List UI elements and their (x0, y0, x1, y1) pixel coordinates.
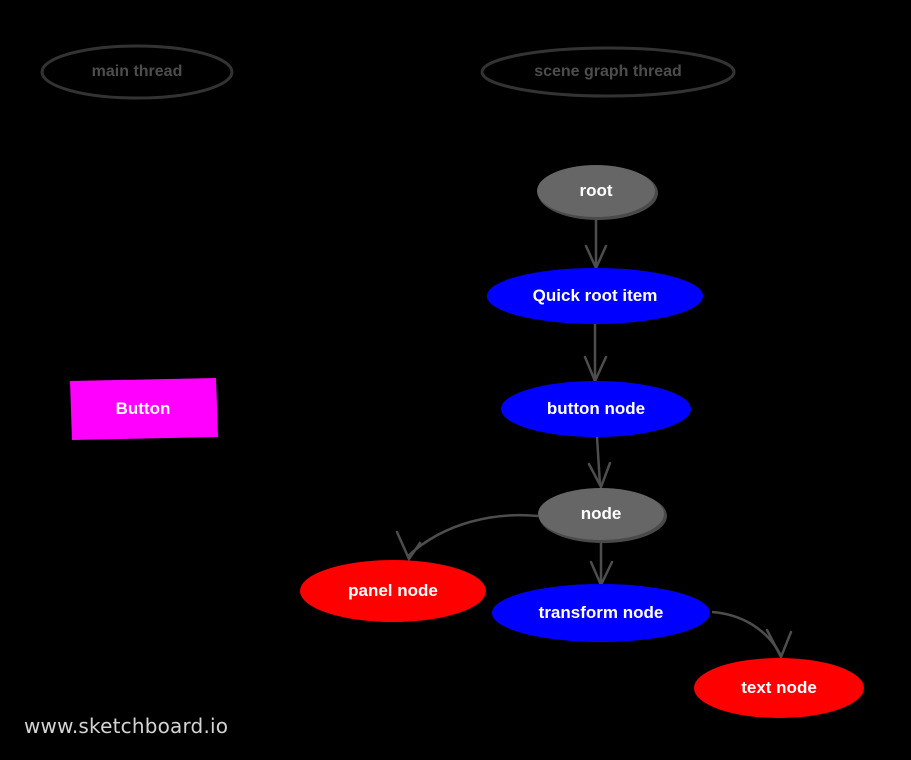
node-quick-root-item-shape[interactable] (487, 268, 703, 324)
node-panel-node-shape[interactable] (300, 560, 486, 622)
node-text-node-shape[interactable] (694, 658, 864, 718)
group-main-thread-ellipse[interactable] (40, 44, 234, 100)
node-root-shape[interactable] (537, 165, 655, 217)
edge-transform-node-to-text-node (711, 610, 793, 660)
node-button-shape[interactable] (70, 378, 218, 440)
edge-button-node-to-node (587, 436, 612, 491)
group-scene-graph-thread-ellipse[interactable] (480, 46, 736, 98)
node-transform-node-shape[interactable] (492, 584, 710, 642)
edge-root-to-quick-root-item (584, 218, 608, 272)
node-node-shape[interactable] (538, 488, 664, 540)
edge-node-to-transform-node (589, 541, 614, 589)
edge-node-to-panel-node (395, 513, 539, 562)
edge-quick-root-item-to-button-node (583, 324, 608, 385)
node-button-node-shape[interactable] (501, 381, 691, 437)
watermark-text: www.sketchboard.io (24, 714, 229, 738)
